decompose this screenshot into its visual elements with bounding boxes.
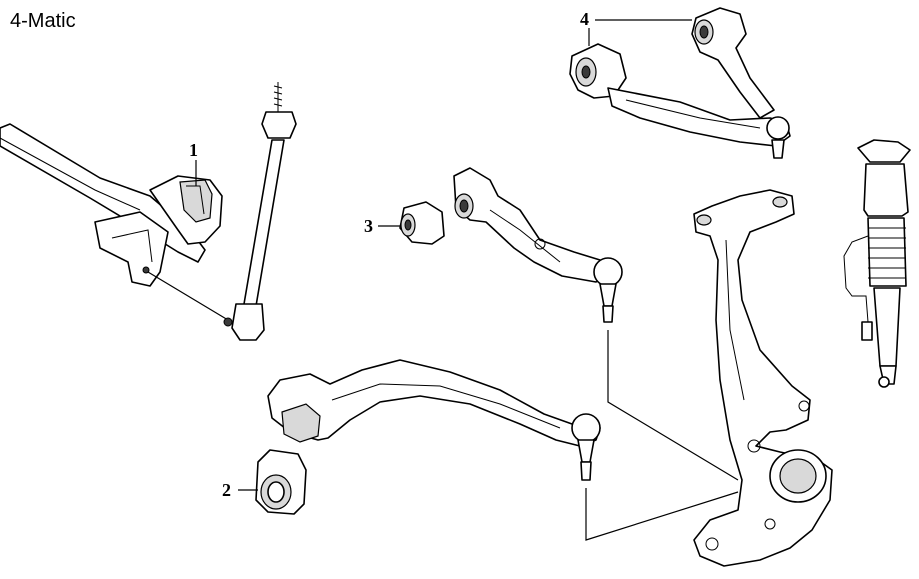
lateral-arm bbox=[453, 167, 623, 323]
steering-knuckle bbox=[693, 189, 833, 567]
lower-control-arm bbox=[267, 359, 601, 481]
diagram-title: 4-Matic bbox=[10, 10, 76, 32]
callout-4: 4 bbox=[580, 9, 589, 29]
lower-arm-bushing bbox=[255, 449, 307, 515]
leader-bracket-to-link bbox=[147, 271, 229, 321]
arm-bushing bbox=[399, 201, 445, 245]
upper-control-arm bbox=[569, 7, 791, 159]
leader-lateral-arm-to-knuckle bbox=[607, 330, 739, 481]
callout-2: 2 bbox=[222, 480, 231, 500]
callout-1: 1 bbox=[189, 140, 198, 160]
stabilizer-bushing bbox=[149, 175, 223, 245]
stabilizer-bar bbox=[0, 123, 206, 287]
stabilizer-link bbox=[223, 82, 297, 341]
leader-lower-arm-to-knuckle bbox=[585, 488, 739, 541]
callout-3: 3 bbox=[364, 216, 373, 236]
air-strut bbox=[843, 139, 911, 388]
